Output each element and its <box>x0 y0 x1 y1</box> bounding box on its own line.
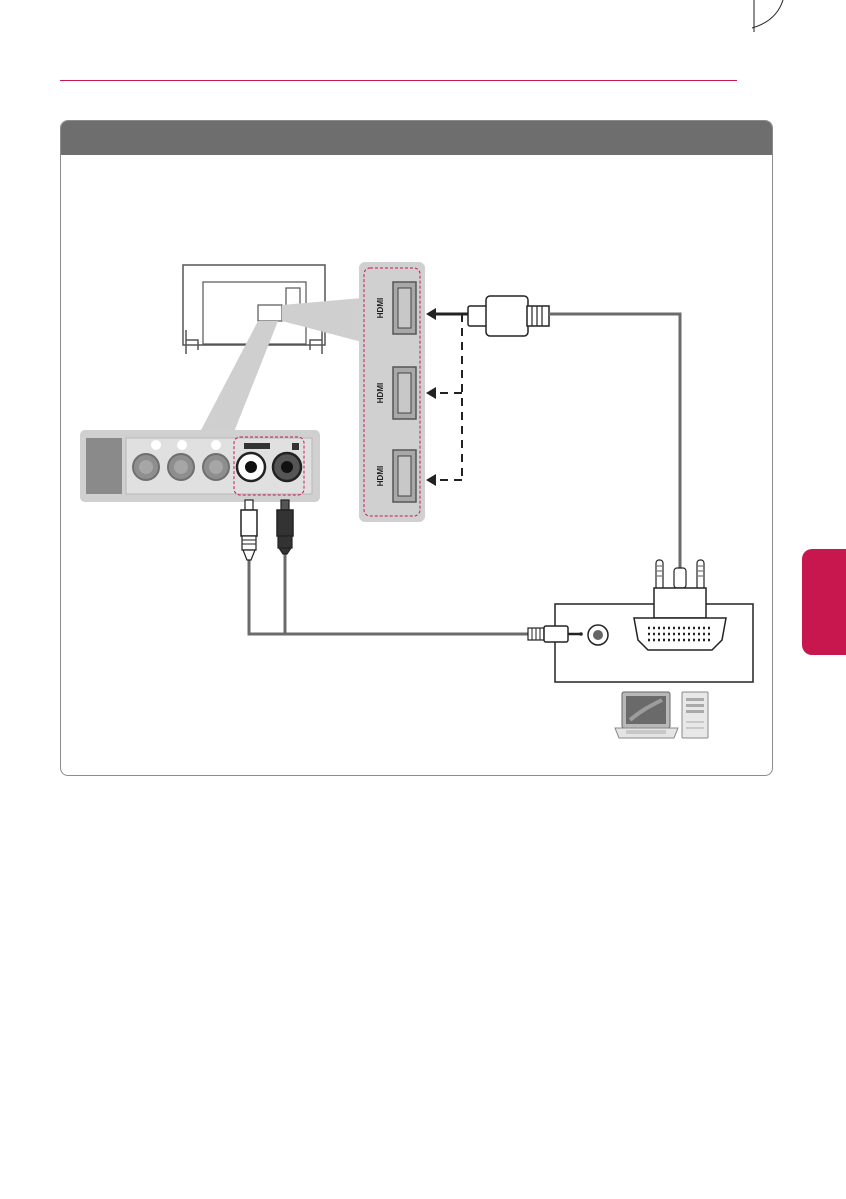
laptop-icon <box>615 692 678 738</box>
hdmi-label-3: HDMI <box>376 466 385 486</box>
rca-plug-red <box>277 500 293 554</box>
hdmi-label-2: HDMI <box>376 383 385 403</box>
hdmi-plug <box>468 296 549 336</box>
pc-rear-panel <box>528 560 753 682</box>
hdmi-label-1: HDMI <box>376 298 385 318</box>
hdmi-port-panel: HDMI HDMI HDMI <box>359 262 425 522</box>
hdmi-arrows <box>426 308 468 486</box>
desktop-tower-icon <box>682 692 708 738</box>
hdmi-dvi-cable <box>549 314 680 568</box>
audio-jack-panel <box>80 430 320 502</box>
audio-cable <box>249 553 528 634</box>
rca-plug-white <box>241 500 257 560</box>
